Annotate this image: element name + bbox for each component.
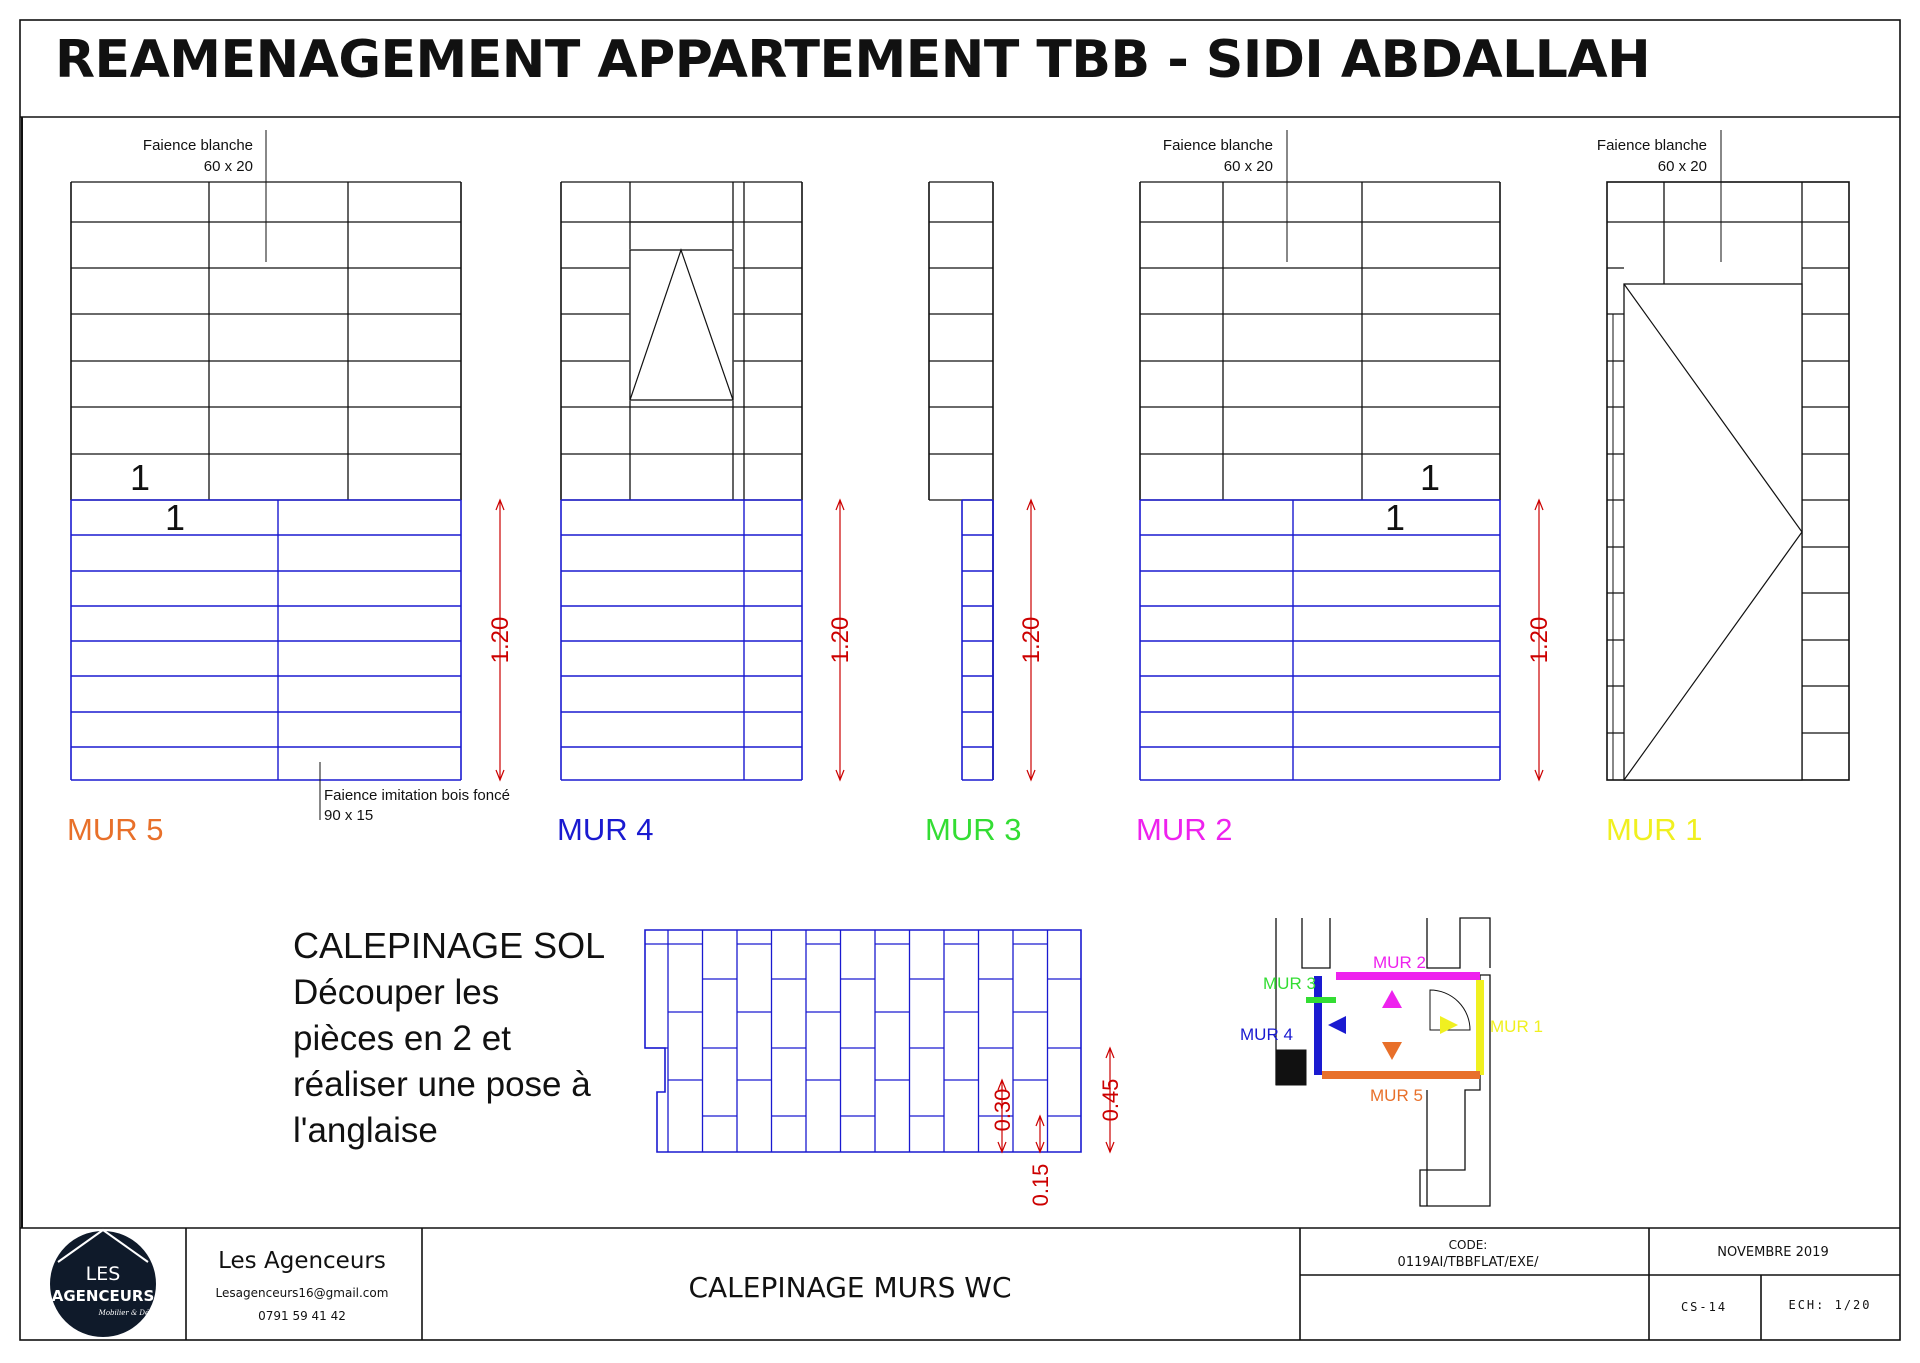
dimension-arrowhead (1026, 769, 1036, 782)
company-email: Lesagenceurs16@gmail.com (216, 1286, 389, 1300)
code-label: CODE: (1449, 1238, 1488, 1252)
dimension-height (495, 498, 505, 782)
callout-faience-blanche: Faience blanche (143, 137, 253, 154)
sheet-number: CS-14 (1681, 1300, 1727, 1314)
plan-label-mur2: MUR 2 (1373, 953, 1426, 972)
tile-marker-1: 1 (130, 457, 150, 498)
dimension-arrowhead (1026, 498, 1036, 511)
tile-marker-1: 1 (165, 497, 185, 538)
dimension-arrowhead (997, 1141, 1007, 1154)
plan-label-mur3: MUR 3 (1263, 974, 1316, 993)
elevation-mur1: Faience blanche 60 x 20 MUR 1 (1597, 130, 1850, 847)
dimension-045 (1105, 1046, 1115, 1154)
title-block-grid: LES AGENCEURS Mobilier & Déco Les Agenceurs… (20, 1227, 1900, 1340)
wall-label-mur3: MUR 3 (925, 812, 1021, 847)
dimension-height (1026, 498, 1036, 782)
company-name: Les Agenceurs (218, 1248, 386, 1274)
dimension-arrowhead (1105, 1046, 1115, 1059)
logo-disc (50, 1231, 156, 1337)
callout-faience-size: 60 x 20 (204, 158, 253, 175)
company-phone: 0791 59 41 42 (258, 1309, 346, 1323)
floor-instruction-line: pièces en 2 et (293, 1019, 511, 1058)
sheet-frame (19, 19, 1901, 1341)
dimension-label-mur5: 1.20 (487, 617, 514, 664)
floor-layout: CALEPINAGE SOL Découper les pièces en 2 et… (293, 925, 1123, 1206)
plan-label-mur1: MUR 1 (1490, 1017, 1543, 1036)
drawing-date: NOVEMBRE 2019 (1717, 1245, 1828, 1260)
dimension-label-015: 0.15 (1028, 1164, 1053, 1207)
dimension-030 (997, 1078, 1007, 1154)
callout-faience-bois: Faience imitation bois foncé (324, 787, 510, 804)
callout-faience-blanche: Faience blanche (1163, 137, 1273, 154)
callout-faience-blanche: Faience blanche (1597, 137, 1707, 154)
dimension-label-mur3: 1.20 (1018, 617, 1045, 664)
wall-label-mur1: MUR 1 (1606, 812, 1702, 847)
dimension-label-mur2: 1.20 (1526, 617, 1553, 664)
dimension-arrowhead (997, 1078, 1007, 1091)
arrow-mur1-icon (1440, 1016, 1458, 1034)
arrow-mur5-icon (1382, 1042, 1402, 1060)
dimension-arrowhead (1035, 1114, 1045, 1127)
callout-faience-bois-size: 90 x 15 (324, 807, 373, 824)
plan-walls (1419, 974, 1491, 1207)
tile-marker-1: 1 (1420, 457, 1440, 498)
dimension-arrowhead (495, 498, 505, 511)
wall-label-mur2: MUR 2 (1136, 812, 1232, 847)
door-swing (1623, 283, 1803, 781)
wall-label-mur5: MUR 5 (67, 812, 163, 847)
door-swing (629, 248, 734, 401)
dimension-arrowhead (495, 769, 505, 782)
page-title: REAMENAGEMENT APPARTEMENT TBB - SIDI ABD… (55, 30, 1651, 90)
dimension-015 (1035, 1114, 1045, 1154)
dimension-height (1534, 498, 1544, 782)
callout-faience-size: 60 x 20 (1224, 158, 1273, 175)
callout-faience-size: 60 x 20 (1658, 158, 1707, 175)
logo-text-line1: LES (86, 1263, 121, 1285)
code-value: 0119AI/TBBFLAT/EXE/ (1398, 1255, 1540, 1270)
key-plan: MUR 2 MUR 3 MUR 4 MUR 1 MUR 5 (1240, 917, 1543, 1207)
tile-marker-1: 1 (1385, 497, 1405, 538)
dimension-label-045: 0.45 (1098, 1079, 1123, 1122)
dimension-arrowhead (835, 498, 845, 511)
floor-tile-grid: 0.30 0.15 0.45 (644, 929, 1123, 1207)
dimension-arrowhead (835, 769, 845, 782)
floor-instruction-line: réaliser une pose à (293, 1065, 591, 1104)
plan-door-swing (1429, 989, 1471, 1031)
dimension-arrowhead (1534, 498, 1544, 511)
dimension-label-030: 0.30 (990, 1089, 1015, 1132)
plan-label-mur4: MUR 4 (1240, 1025, 1293, 1044)
dimension-arrowhead (1105, 1141, 1115, 1154)
floor-instruction-line: l'anglaise (293, 1111, 438, 1150)
arrow-mur2-icon (1382, 990, 1402, 1008)
drawing-scale: ECH: 1/20 (1788, 1298, 1871, 1312)
plan-label-mur5: MUR 5 (1370, 1086, 1423, 1105)
dimension-height (835, 498, 845, 782)
dimension-arrowhead (1035, 1141, 1045, 1154)
dimension-label-mur4: 1.20 (827, 617, 854, 664)
logo-signature: Mobilier & Déco (98, 1309, 158, 1317)
floor-instruction-line: Découper les (293, 973, 499, 1012)
arrow-mur4-icon (1328, 1016, 1346, 1034)
key-plan-drawing: MUR 2 MUR 3 MUR 4 MUR 1 MUR 5 (1240, 917, 1543, 1207)
wall-label-mur4: MUR 4 (557, 812, 653, 847)
dimension-arrowhead (1534, 769, 1544, 782)
floor-outline (644, 929, 1082, 1153)
logo-text-line2: AGENCEURS (52, 1287, 155, 1305)
company-logo: LES AGENCEURS Mobilier & Déco (50, 1228, 158, 1337)
plan-column (1275, 1049, 1307, 1086)
floor-title: CALEPINAGE SOL (293, 925, 605, 966)
outer-border (19, 19, 1901, 1341)
logo-roof-icon (57, 1228, 149, 1263)
door-leaf (1623, 283, 1803, 781)
door-panel-bg (629, 249, 734, 401)
drawing-title: CALEPINAGE MURS WC (688, 1271, 1011, 1304)
